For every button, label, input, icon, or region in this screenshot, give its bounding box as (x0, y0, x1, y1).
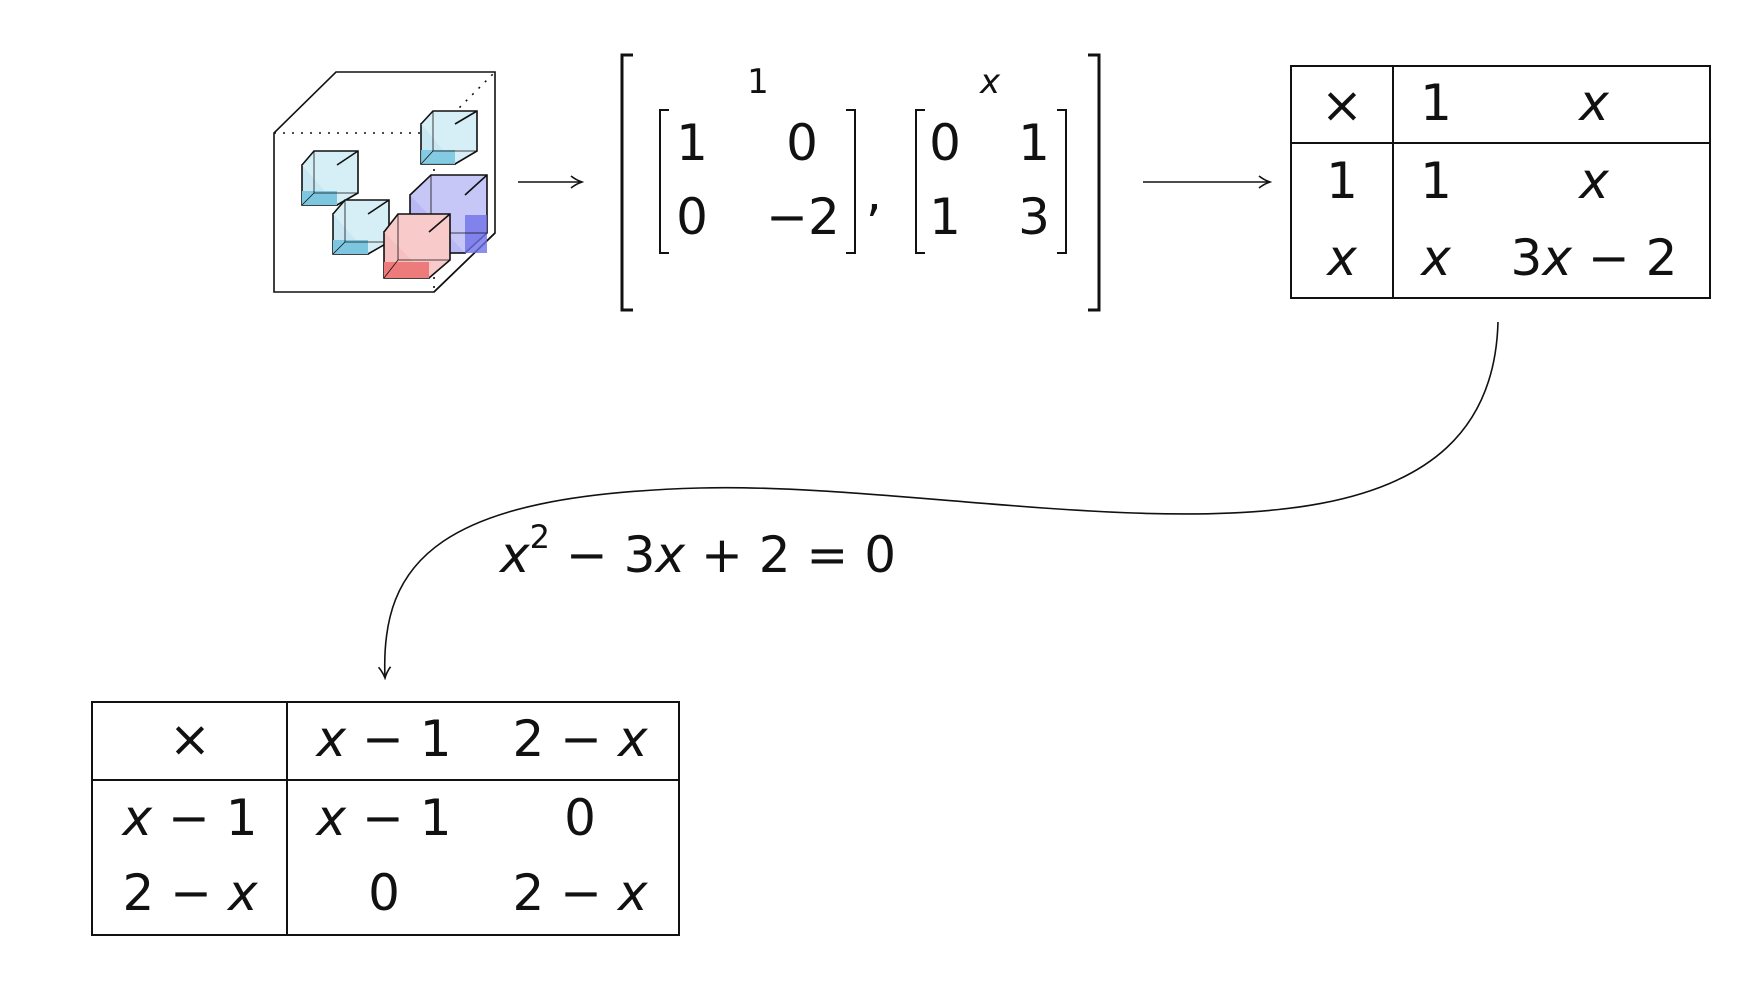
table2-row1-head: x − 1 (120, 789, 257, 847)
table2-row2-c1: 0 (368, 864, 400, 922)
matrix-b-r1c1: 0 (929, 114, 961, 172)
table2-row1-c1: x − 1 (314, 789, 451, 847)
matrix-b-r2c2: 3 (1018, 188, 1050, 246)
cube-box-icon (273, 71, 496, 293)
table2-row1-c2: 0 (564, 789, 596, 847)
table1-row1-c2: x (1577, 152, 1609, 210)
table1-col1: 1 (1420, 74, 1452, 132)
matrix-a-r1c1: 1 (676, 114, 708, 172)
table1-col2: x (1577, 74, 1609, 132)
matrix-a-r1c2: 0 (786, 114, 818, 172)
table2-col1: x − 1 (314, 710, 451, 768)
blue-cube-1 (420, 110, 478, 165)
curved-arrow (385, 321, 1499, 678)
matrix-a-r2c2: −2 (766, 188, 840, 246)
table2-row2-c2: 2 − x (512, 864, 648, 922)
table1-row1-head: 1 (1326, 152, 1358, 210)
table1-row2-c2: 3x − 2 (1511, 229, 1678, 287)
red-cube (383, 213, 451, 279)
matrix-b-label: x (979, 62, 1001, 102)
matrix-a-r2c1: 0 (676, 188, 708, 246)
matrix-a-label: 1 (747, 62, 769, 102)
matrix-b-r1c2: 1 (1018, 114, 1050, 172)
multiplication-table-1 (1290, 65, 1711, 299)
characteristic-equation: x2 − 3x + 2 = 0 (498, 518, 896, 584)
table2-row2-head: 2 − x (122, 864, 258, 922)
table2-corner: × (169, 710, 211, 768)
blue-cube-2 (301, 150, 359, 206)
multiplication-table-2 (91, 701, 680, 936)
table1-corner: × (1321, 76, 1363, 134)
table1-row2-head: x (1325, 229, 1357, 287)
table2-col2: 2 − x (512, 710, 648, 768)
table1-row2-c1: x (1419, 229, 1451, 287)
blue-cube-3 (332, 199, 390, 255)
matrix-list (620, 53, 1101, 312)
matrix-separator: , (866, 164, 882, 222)
matrix-b-r2c1: 1 (929, 188, 961, 246)
table1-row1-c1: 1 (1420, 152, 1452, 210)
